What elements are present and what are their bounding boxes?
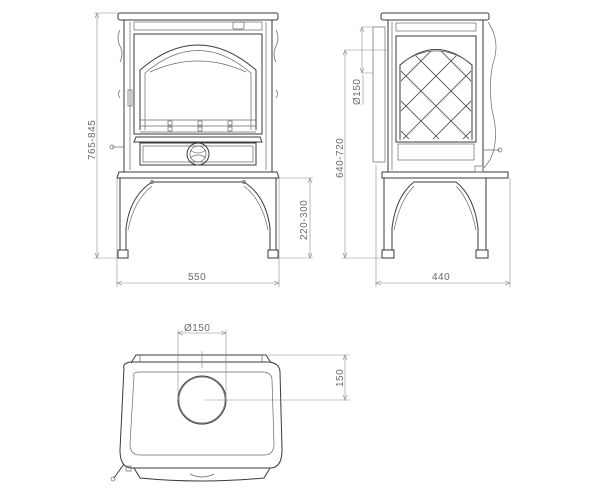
front-view [109,12,280,259]
dim-flue-height: 640-720 [335,138,346,178]
dim-flue-offset: 150 [335,369,346,387]
top-dimensions: Ø150 150 [177,323,350,401]
dim-side-flue-diameter: Ø150 [352,79,363,105]
dim-top-flue-diameter: Ø150 [184,323,210,334]
side-dimensions: Ø150 640-720 440 [335,26,511,287]
dim-leg-height: 220-300 [299,200,310,240]
dim-depth: 440 [432,272,450,283]
dim-width: 550 [188,272,206,283]
dim-total-height: 765-845 [87,120,98,160]
top-view [110,354,283,482]
lattice-pattern [401,51,471,139]
front-dimensions: 765-845 220-300 550 [87,12,313,287]
side-view [372,12,509,259]
